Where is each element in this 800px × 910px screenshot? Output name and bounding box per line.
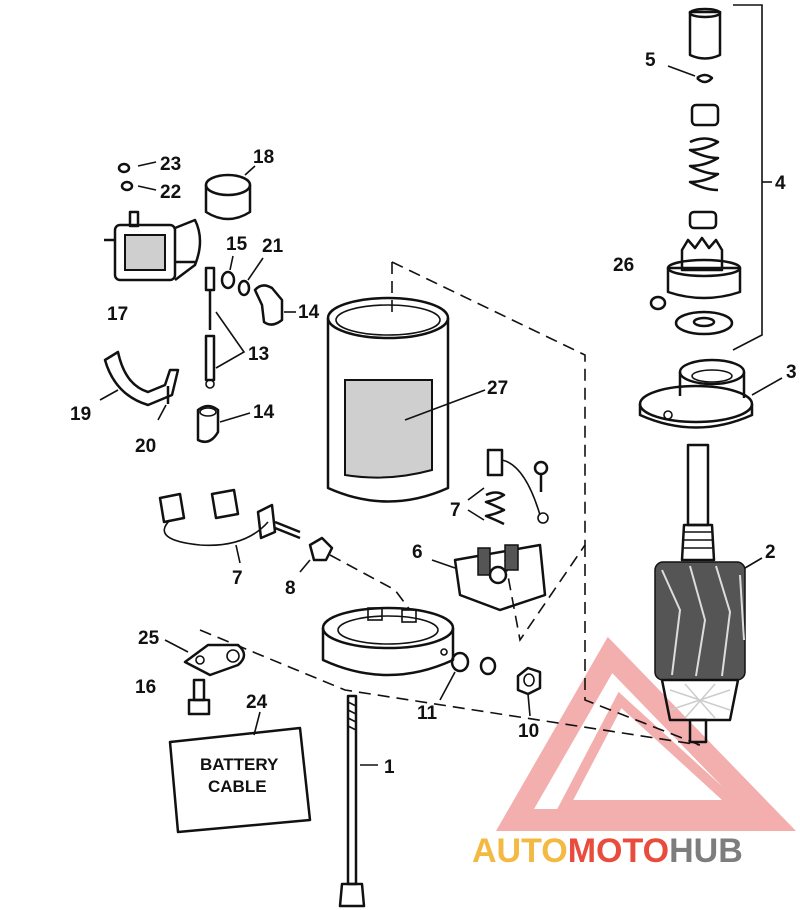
battery-cable-label-line1: BATTERY	[200, 755, 279, 774]
callout-18: 18	[253, 147, 274, 168]
watermark-moto: MOTO	[568, 832, 669, 870]
washer-nut-parts	[439, 651, 542, 717]
callout-20: 20	[135, 436, 156, 457]
battery-cable-box-part-24	[168, 711, 312, 834]
cap-part-18	[204, 165, 256, 221]
callout-2: 2	[765, 542, 776, 563]
armature-part-2	[654, 443, 763, 744]
lead-parts-13-15-21	[204, 255, 264, 389]
assembly-dashed-outline	[199, 261, 701, 746]
callout-22: 22	[160, 182, 181, 203]
callout-26: 26	[613, 255, 634, 276]
field-frame-part-27	[326, 296, 486, 503]
battery-cable-label-line2: CABLE	[208, 777, 267, 796]
callout-4: 4	[775, 173, 786, 194]
commutator-end-head	[321, 606, 455, 677]
callout-21: 21	[262, 236, 284, 257]
nut-parts-22-23	[117, 161, 157, 192]
screw-part-20	[157, 386, 170, 421]
callout-14-lower: 14	[253, 402, 275, 423]
boot-part-14-lower	[196, 404, 251, 443]
through-bolt-part-1	[338, 694, 378, 908]
callout-19: 19	[70, 404, 91, 425]
watermark-auto: AUTO	[472, 832, 568, 870]
callout-16: 16	[135, 677, 156, 698]
callout-17: 17	[107, 304, 128, 325]
screw-part-16	[187, 678, 211, 716]
clamp-part-25	[164, 639, 246, 677]
brush-set-part-7-left	[158, 488, 301, 564]
callout-13: 13	[248, 344, 269, 365]
watermark-text: AUTOMOTOHUB	[472, 832, 743, 870]
solenoid-part-17	[104, 210, 202, 282]
end-cap-part-3	[638, 358, 783, 429]
terminal-part-8	[299, 536, 334, 573]
callout-8: 8	[285, 578, 296, 599]
callout-11: 11	[417, 703, 438, 724]
callout-labels: 1 2 3 4 5 6 7 7 8 10 11 13 14 14 15 16 1…	[70, 50, 797, 778]
callout-6: 6	[412, 542, 423, 563]
callout-23: 23	[160, 154, 181, 175]
drive-assembly	[649, 4, 772, 351]
callout-7-left: 7	[232, 568, 243, 589]
callout-1: 1	[384, 757, 395, 778]
callout-14-upper: 14	[298, 302, 320, 323]
callout-10: 10	[518, 721, 539, 742]
callout-3: 3	[786, 362, 797, 383]
brush-plate-part-6	[431, 543, 547, 612]
callout-27: 27	[487, 378, 508, 399]
watermark-hub: HUB	[669, 832, 743, 870]
callout-24: 24	[246, 692, 268, 713]
brush-spring-part-7-right	[467, 448, 549, 526]
bracket-part-19	[99, 350, 180, 407]
boot-part-14-upper	[253, 284, 296, 326]
callout-5: 5	[645, 50, 656, 71]
callout-7-right: 7	[450, 500, 461, 521]
callout-15: 15	[226, 234, 248, 255]
callout-25: 25	[138, 628, 160, 649]
